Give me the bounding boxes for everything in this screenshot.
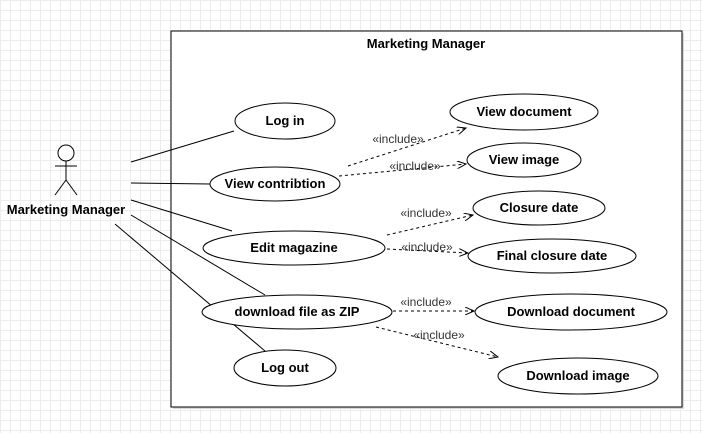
use-case-download-document-label: Download document: [507, 304, 636, 319]
use-case-closure-date[interactable]: Closure date: [472, 190, 606, 226]
use-case-final-closure-date[interactable]: Final closure date: [467, 238, 637, 274]
use-case-edit-magazine[interactable]: Edit magazine: [202, 230, 386, 266]
use-case-view-contribution[interactable]: View contribtion: [209, 166, 341, 202]
use-case-view-contribution-label: View contribtion: [225, 176, 326, 191]
include-label-3: «include»: [400, 206, 452, 220]
actor-stick-figure[interactable]: [54, 144, 78, 196]
association-logout: [114, 223, 266, 352]
system-title: Marketing Manager: [367, 36, 485, 51]
use-case-logout-label: Log out: [261, 360, 309, 375]
use-case-login-label: Log in: [266, 113, 305, 128]
use-case-download-zip-label: download file as ZIP: [235, 304, 360, 319]
use-case-download-image-label: Download image: [526, 368, 629, 383]
association-edit-magazine: [130, 199, 233, 232]
use-case-download-zip[interactable]: download file as ZIP: [201, 294, 393, 330]
use-case-view-image[interactable]: View image: [466, 142, 582, 178]
association-view-contribution: [130, 182, 211, 185]
use-case-final-closure-date-label: Final closure date: [497, 248, 608, 263]
use-case-download-document[interactable]: Download document: [474, 293, 668, 331]
include-label-6: «include»: [413, 328, 465, 342]
use-case-view-document-label: View document: [476, 104, 572, 119]
use-case-download-image[interactable]: Download image: [497, 357, 659, 395]
use-case-view-image-label: View image: [489, 152, 560, 167]
system-boundary: [170, 30, 683, 408]
include-label-1: «include»: [372, 132, 424, 146]
association-login: [130, 130, 235, 163]
use-case-view-document[interactable]: View document: [449, 93, 599, 131]
include-download-image: [375, 326, 498, 357]
use-case-closure-date-label: Closure date: [500, 200, 579, 215]
include-label-2: «include»: [389, 159, 441, 173]
actor-label: Marketing Manager: [7, 202, 125, 217]
include-label-4: «include»: [401, 240, 453, 254]
use-case-logout[interactable]: Log out: [233, 349, 337, 387]
include-closure-date: [386, 215, 473, 236]
include-label-5: «include»: [400, 295, 452, 309]
association-download-zip: [130, 214, 266, 296]
include-final-closure-date: [386, 248, 468, 253]
include-view-document: [347, 128, 466, 167]
use-case-edit-magazine-label: Edit magazine: [250, 240, 337, 255]
use-case-login[interactable]: Log in: [234, 102, 336, 140]
